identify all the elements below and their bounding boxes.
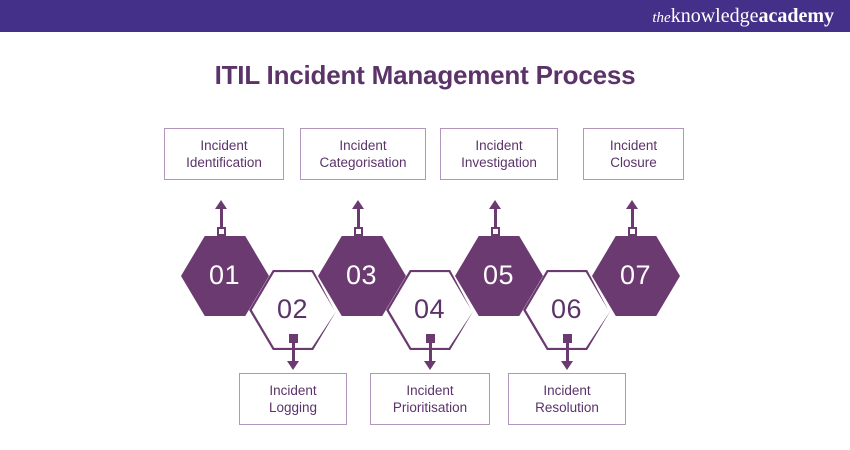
arrow-up-icon bbox=[489, 200, 501, 209]
hexagon-number: 01 bbox=[209, 260, 241, 291]
label-line2: Prioritisation bbox=[392, 400, 468, 415]
brand-logo-the: the bbox=[652, 10, 671, 26]
connector-square-solid bbox=[425, 334, 435, 343]
arrow-up-icon bbox=[626, 200, 638, 209]
brand-logo: theknowledgeacademy bbox=[652, 6, 834, 26]
hexagon-number: 05 bbox=[483, 260, 515, 291]
label-box-step-5: Incident Investigation bbox=[440, 128, 558, 180]
connector-up-step-1 bbox=[211, 200, 231, 236]
connector-up-step-7 bbox=[622, 200, 642, 236]
connector-square-hollow bbox=[353, 227, 363, 236]
connector-stem bbox=[565, 343, 569, 361]
label-box-step-1: Incident Identification bbox=[164, 128, 284, 180]
label-box-step-6: Incident Resolution bbox=[508, 373, 626, 425]
connector-stem bbox=[493, 208, 497, 227]
brand-logo-academy: academy bbox=[758, 5, 834, 27]
label-box-step-3: Incident Categorisation bbox=[300, 128, 426, 180]
arrow-up-icon bbox=[352, 200, 364, 209]
connector-square-hollow bbox=[216, 227, 226, 236]
arrow-up-icon bbox=[215, 200, 227, 209]
label-line1: Incident bbox=[475, 138, 523, 153]
arrow-down-icon bbox=[287, 361, 299, 370]
connector-down-step-4 bbox=[420, 334, 440, 370]
connector-square-solid bbox=[562, 334, 572, 343]
connector-square-hollow bbox=[627, 227, 637, 236]
connector-down-step-2 bbox=[283, 334, 303, 370]
connector-stem bbox=[219, 208, 223, 227]
hexagon-number: 07 bbox=[620, 260, 652, 291]
connector-stem bbox=[428, 343, 432, 361]
label-line1: Incident bbox=[269, 383, 317, 398]
label-line1: Incident bbox=[339, 138, 387, 153]
label-line1: Incident bbox=[543, 383, 591, 398]
label-line2: Logging bbox=[268, 400, 318, 415]
page-title: ITIL Incident Management Process bbox=[214, 60, 636, 90]
connector-up-step-3 bbox=[348, 200, 368, 236]
connector-stem bbox=[630, 208, 634, 227]
hexagon-number: 06 bbox=[551, 294, 583, 325]
brand-logo-knowledge: knowledge bbox=[670, 5, 759, 27]
label-line2: Investigation bbox=[461, 155, 537, 170]
label-line2: Categorisation bbox=[319, 155, 407, 170]
label-line1: Incident bbox=[609, 138, 658, 153]
hexagon-number: 03 bbox=[346, 260, 378, 291]
label-line2: Resolution bbox=[535, 400, 599, 415]
arrow-down-icon bbox=[561, 361, 573, 370]
connector-stem bbox=[356, 208, 360, 227]
label-line2: Closure bbox=[610, 155, 657, 170]
label-box-step-4: Incident Prioritisation bbox=[370, 373, 490, 425]
label-box-step-7: Incident Closure bbox=[583, 128, 684, 180]
label-line1: Incident bbox=[200, 138, 248, 153]
connector-square-hollow bbox=[490, 227, 500, 236]
arrow-down-icon bbox=[424, 361, 436, 370]
label-line2: Identification bbox=[186, 155, 262, 170]
connector-down-step-6 bbox=[557, 334, 577, 370]
connector-square-solid bbox=[288, 334, 298, 343]
header-bar: theknowledgeacademy bbox=[0, 0, 850, 32]
label-line1: Incident bbox=[406, 383, 454, 398]
hexagon-number: 04 bbox=[414, 294, 446, 325]
connector-stem bbox=[291, 343, 295, 361]
label-box-step-2: Incident Logging bbox=[239, 373, 347, 425]
hexagon-number: 02 bbox=[277, 294, 309, 325]
connector-up-step-5 bbox=[485, 200, 505, 236]
